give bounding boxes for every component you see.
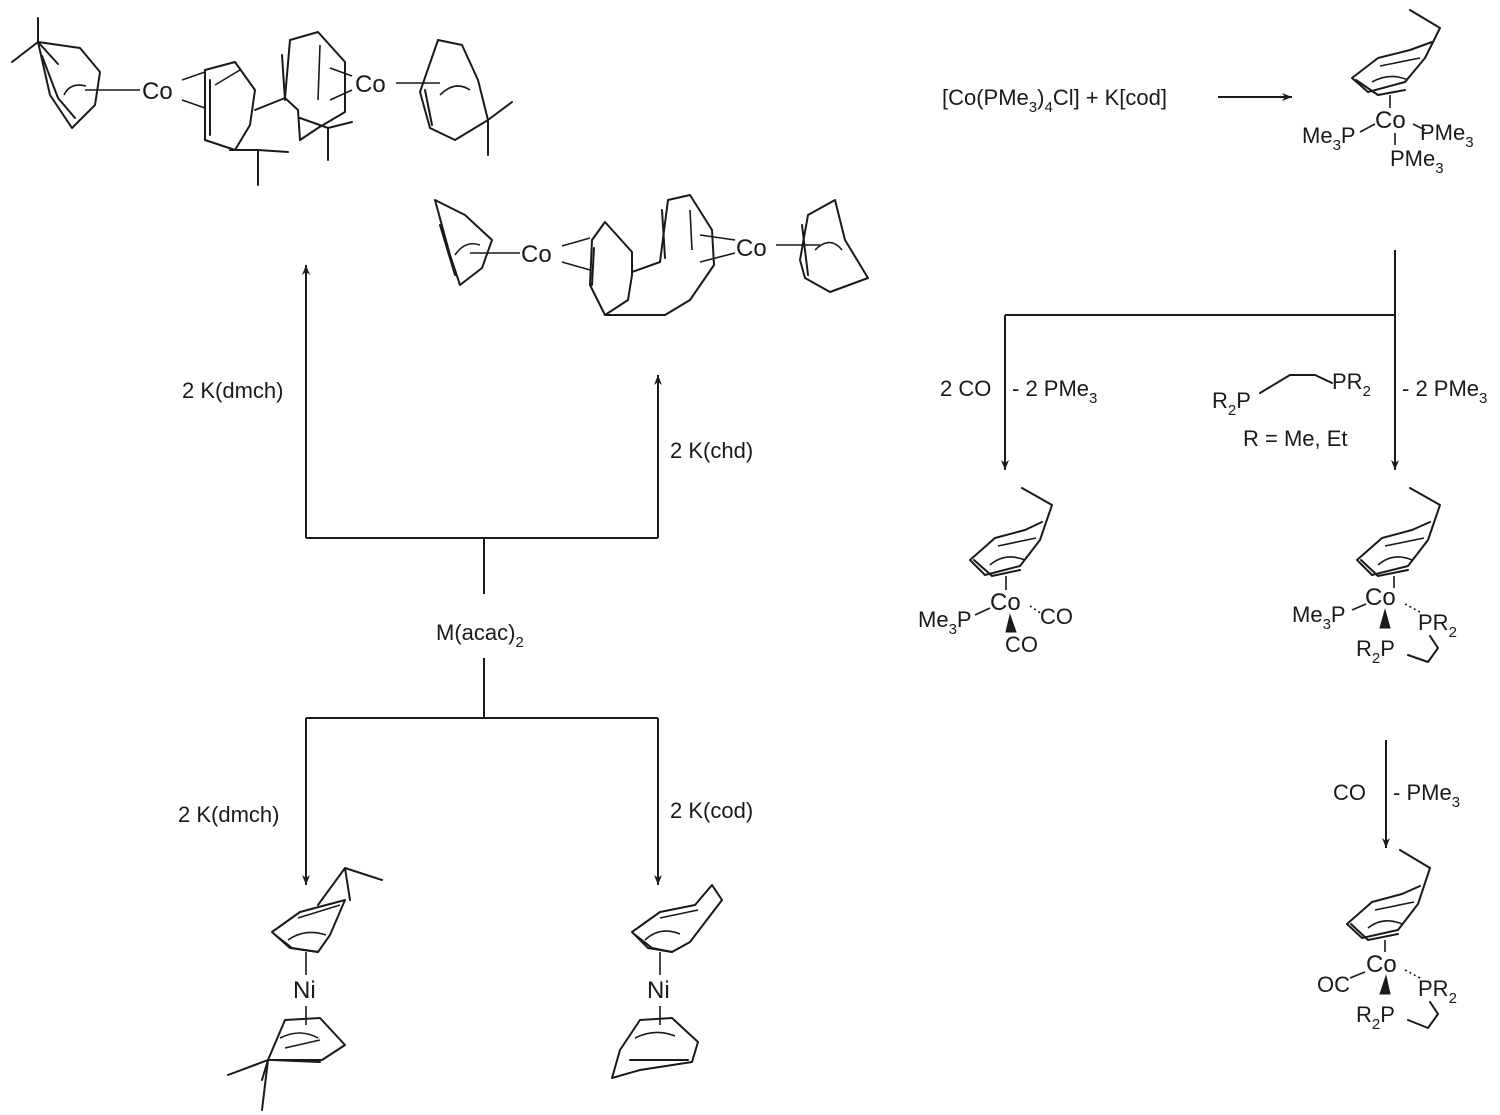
product3-ligand-bottom: R2P: [1356, 636, 1395, 667]
product1-ligand-left: Me3P: [1302, 123, 1356, 154]
center-reagent: M(acac)2: [436, 620, 524, 651]
product4-ligand-bottom: R2P: [1356, 1002, 1395, 1033]
product4-metal: Co: [1366, 951, 1397, 978]
final-loss: - PMe3: [1393, 780, 1460, 811]
co-cod-pme3-diphos-complex: Co Me3P PR2 R2P: [1292, 487, 1457, 667]
product1-ligand-right: PMe3: [1420, 120, 1474, 151]
product4-ligand-left: OC: [1317, 972, 1350, 997]
product1-metal: Co: [1375, 107, 1406, 134]
branch-left-reagent: 2 CO: [940, 376, 991, 401]
co-cod-co-diphos-complex: Co OC PR2 R2P: [1317, 849, 1457, 1033]
ni-cod-metal: Ni: [647, 977, 670, 1004]
final-reagent: CO: [1333, 780, 1366, 805]
diphos-right: PR2: [1332, 369, 1371, 400]
start-reagents: [Co(PMe3)4Cl]+K[cod]: [942, 85, 1167, 116]
dmch-dimer-metal-right: Co: [355, 71, 386, 98]
chd-dimer-metal-right: Co: [736, 235, 767, 262]
product1-ligand-bottom: PMe3: [1390, 146, 1444, 177]
branch-right-loss: - 2 PMe3: [1402, 376, 1487, 407]
product3-ligand-left: Me3P: [1292, 602, 1346, 633]
ni-dmch-metal: Ni: [293, 977, 316, 1004]
dmch-dimer-metal-left: Co: [142, 78, 173, 105]
diphos-left: R2P: [1212, 388, 1251, 419]
label-down-right: 2 K(cod): [670, 798, 753, 823]
co-dmch-dimer: Co Co: [11, 17, 513, 186]
co-chd-dimer: Co Co: [434, 194, 869, 316]
label-up-right: 2 K(chd): [670, 438, 753, 463]
label-down-left: 2 K(dmch): [178, 802, 279, 827]
ni-cod-complex: Ni: [611, 884, 723, 1079]
chd-dimer-metal-left: Co: [521, 241, 552, 268]
product2-metal: Co: [990, 589, 1021, 616]
product2-ligand-left: Me3P: [918, 607, 972, 638]
product3-metal: Co: [1365, 584, 1396, 611]
co-cod-pme3-co2-complex: Co Me3P CO CO: [918, 487, 1073, 657]
product4-ligand-right: PR2: [1418, 976, 1457, 1007]
branch-left-loss: - 2 PMe3: [1012, 376, 1097, 407]
product2-ligand-right: CO: [1040, 604, 1073, 629]
diphosphine-reagent: R2P PR2 R = Me, Et: [1212, 369, 1371, 451]
co-cod-pme3-complex: Co Me3P PMe3 PMe3: [1302, 9, 1474, 177]
product2-ligand-bottom: CO: [1005, 632, 1038, 657]
label-up-left: 2 K(dmch): [182, 378, 283, 403]
ni-dmch-complex: Ni: [227, 867, 383, 1111]
r-definition: R = Me, Et: [1243, 426, 1348, 451]
product3-ligand-right: PR2: [1418, 610, 1457, 641]
